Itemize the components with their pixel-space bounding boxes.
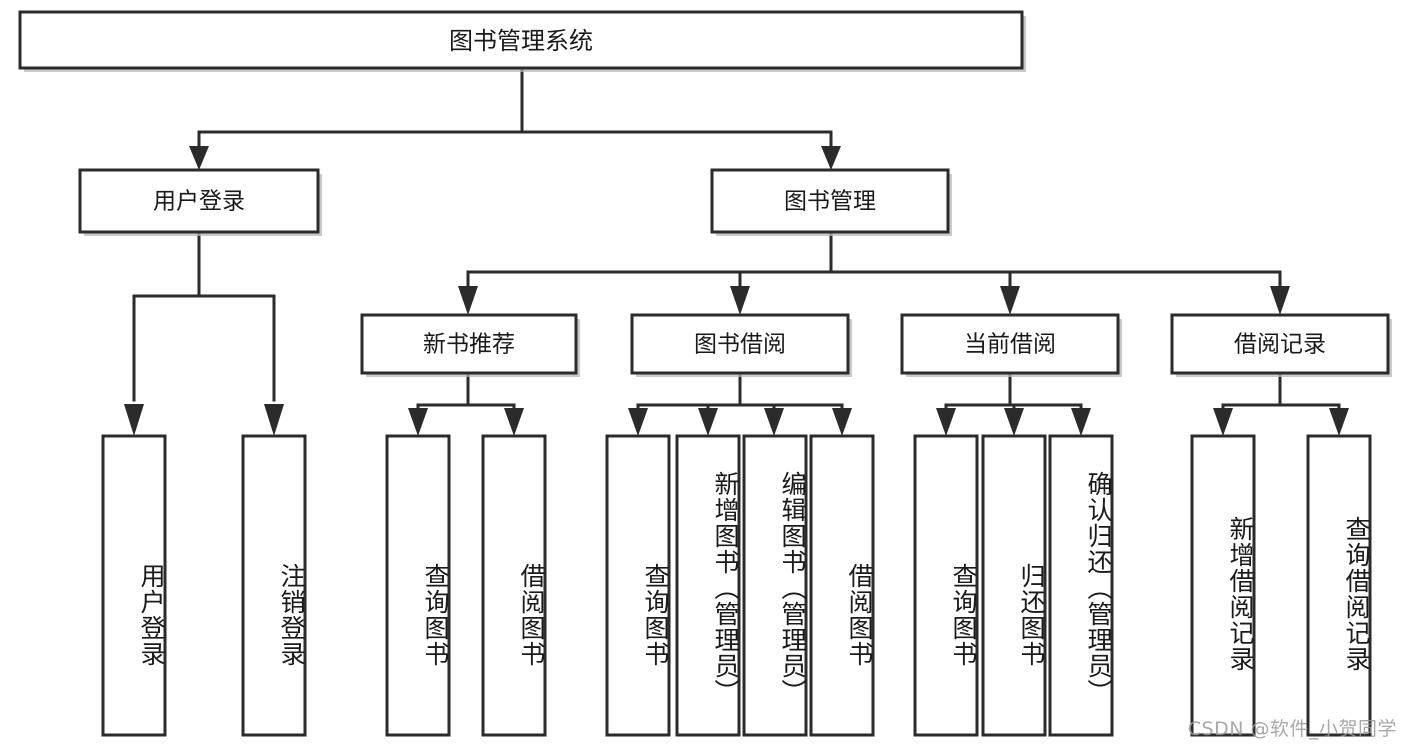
leaf-box-recommend-borrow-book[interactable]	[481, 434, 547, 737]
node-label: 当前借阅	[964, 332, 1056, 358]
leaf-label-record-query: 查询借阅记录	[1342, 516, 1371, 672]
leaf-box-logout[interactable]	[241, 434, 307, 737]
arrow-record-leaf-2	[1329, 408, 1349, 436]
leaf-box-record-add[interactable]	[1190, 434, 1256, 737]
node-system-title[interactable]: 图书管理系统	[18, 10, 1026, 72]
leaf-label-borrow-borrow-book: 借阅图书	[845, 563, 874, 667]
arrow-to-user-login	[189, 146, 209, 170]
node-new-book-recommend[interactable]: 新书推荐	[360, 313, 580, 377]
node-box	[78, 168, 320, 234]
leaf-label-current-query-book: 查询图书	[949, 563, 978, 667]
node-user-login[interactable]: 用户登录	[78, 168, 322, 236]
leaf-label-borrow-query-book: 查询图书	[641, 563, 670, 667]
node-box	[360, 313, 578, 375]
node-box	[900, 313, 1120, 375]
leaf-label-recommend-query-book: 查询图书	[421, 563, 450, 667]
leaf-label-recommend-borrow-book: 借阅图书	[517, 563, 546, 667]
arrow-to-borrow	[730, 286, 750, 315]
arrow-current-leaf-3	[1071, 408, 1091, 436]
arrow-recommend-leaf-2	[504, 408, 524, 436]
arrow-to-current	[1000, 286, 1020, 315]
leaf-box-current-return-book[interactable]	[981, 434, 1047, 737]
node-box	[630, 313, 850, 375]
leaf-box-current-query-book[interactable]	[913, 434, 979, 737]
node-label: 新书推荐	[423, 332, 515, 358]
leaf-box-borrow-query-book[interactable]	[605, 434, 671, 737]
node-label: 用户登录	[153, 189, 245, 215]
leaf-box-recommend-query-book[interactable]	[385, 434, 451, 737]
arrow-to-leaf-user-login	[124, 404, 144, 436]
csdn-watermark: CSDN @软件_小贺同学	[1187, 718, 1397, 740]
leaf-label-borrow-add-book: 新增图书（管理员）	[711, 471, 740, 705]
arrow-current-leaf-2	[1004, 408, 1024, 436]
arrow-borrow-leaf-2	[698, 408, 718, 436]
node-borrow-record[interactable]: 借阅记录	[1170, 313, 1392, 377]
leaf-box-user-login[interactable]	[101, 434, 167, 737]
node-book-borrow[interactable]: 图书借阅	[630, 313, 852, 377]
node-box	[710, 168, 950, 234]
leaf-label-record-add: 新增借阅记录	[1226, 516, 1255, 672]
node-label: 图书管理	[784, 189, 876, 215]
leaf-box-current-confirm-return[interactable]	[1048, 434, 1114, 737]
leaf-label-logout: 注销登录	[277, 563, 306, 667]
node-book-management[interactable]: 图书管理	[710, 168, 952, 236]
leaf-label-current-return-book: 归还图书	[1017, 563, 1046, 667]
node-label: 借阅记录	[1234, 332, 1326, 358]
connector-layer	[124, 66, 1349, 436]
node-box	[18, 10, 1024, 70]
arrow-borrow-leaf-1	[628, 408, 648, 436]
node-label: 图书管理系统	[449, 27, 593, 55]
arrow-recommend-leaf-1	[408, 408, 428, 436]
leaf-label-current-confirm-return: 确认归还（管理员）	[1084, 471, 1113, 705]
arrow-to-recommend	[458, 286, 478, 315]
node-box	[1170, 313, 1390, 375]
leaf-label-user-login: 用户登录	[137, 563, 166, 667]
leaf-box-borrow-edit-book[interactable]	[742, 434, 808, 737]
arrow-borrow-leaf-4	[832, 408, 852, 436]
arrow-record-leaf-1	[1213, 408, 1233, 436]
leaf-label-borrow-edit-book: 编辑图书（管理员）	[778, 471, 807, 705]
node-current-borrow[interactable]: 当前借阅	[900, 313, 1122, 377]
leaf-box-borrow-borrow-book[interactable]	[809, 434, 875, 737]
arrow-borrow-leaf-3	[764, 408, 784, 436]
arrow-to-book-mgmt	[821, 146, 841, 170]
leaf-box-borrow-add-book[interactable]	[675, 434, 741, 737]
arrow-to-record	[1270, 286, 1290, 315]
node-label: 图书借阅	[694, 332, 786, 358]
arrow-to-leaf-logout	[264, 404, 284, 436]
leaf-box-record-query[interactable]	[1306, 434, 1372, 737]
leaf-box-layer	[101, 434, 1372, 737]
arrow-current-leaf-1	[936, 408, 956, 436]
